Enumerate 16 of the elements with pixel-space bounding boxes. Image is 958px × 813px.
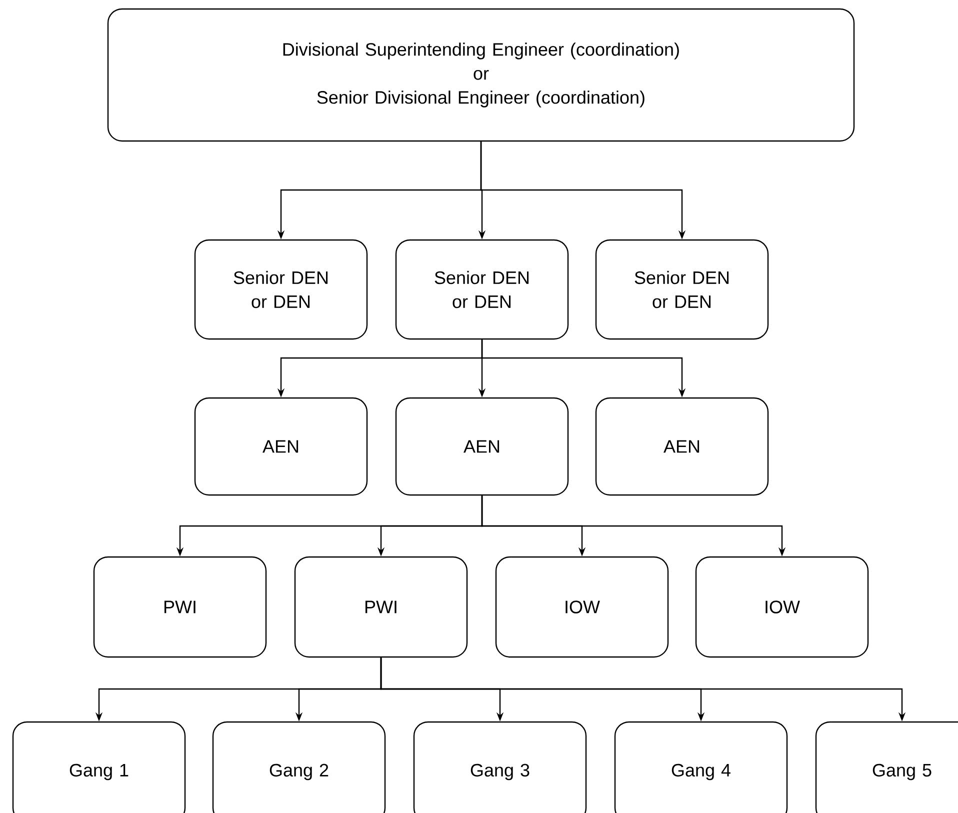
org-box: Gang 2 [212,721,386,813]
org-box: AEN [395,397,569,496]
org-box: Gang 1 [12,721,186,813]
org-box: Gang 5 [815,721,958,813]
org-box: AEN [194,397,368,496]
org-box: Gang 3 [413,721,587,813]
org-box: AEN [595,397,769,496]
org-box: Divisional Superintending Engineer (coordination) or Senior Divisional Engineer (coordination) [107,8,855,142]
org-box: PWI [294,556,468,658]
org-box: IOW [695,556,869,658]
org-box: Senior DEN or DEN [194,239,368,340]
org-box: PWI [93,556,267,658]
org-box: Senior DEN or DEN [395,239,569,340]
org-box: IOW [495,556,669,658]
org-box: Senior DEN or DEN [595,239,769,340]
org-box: Gang 4 [614,721,788,813]
